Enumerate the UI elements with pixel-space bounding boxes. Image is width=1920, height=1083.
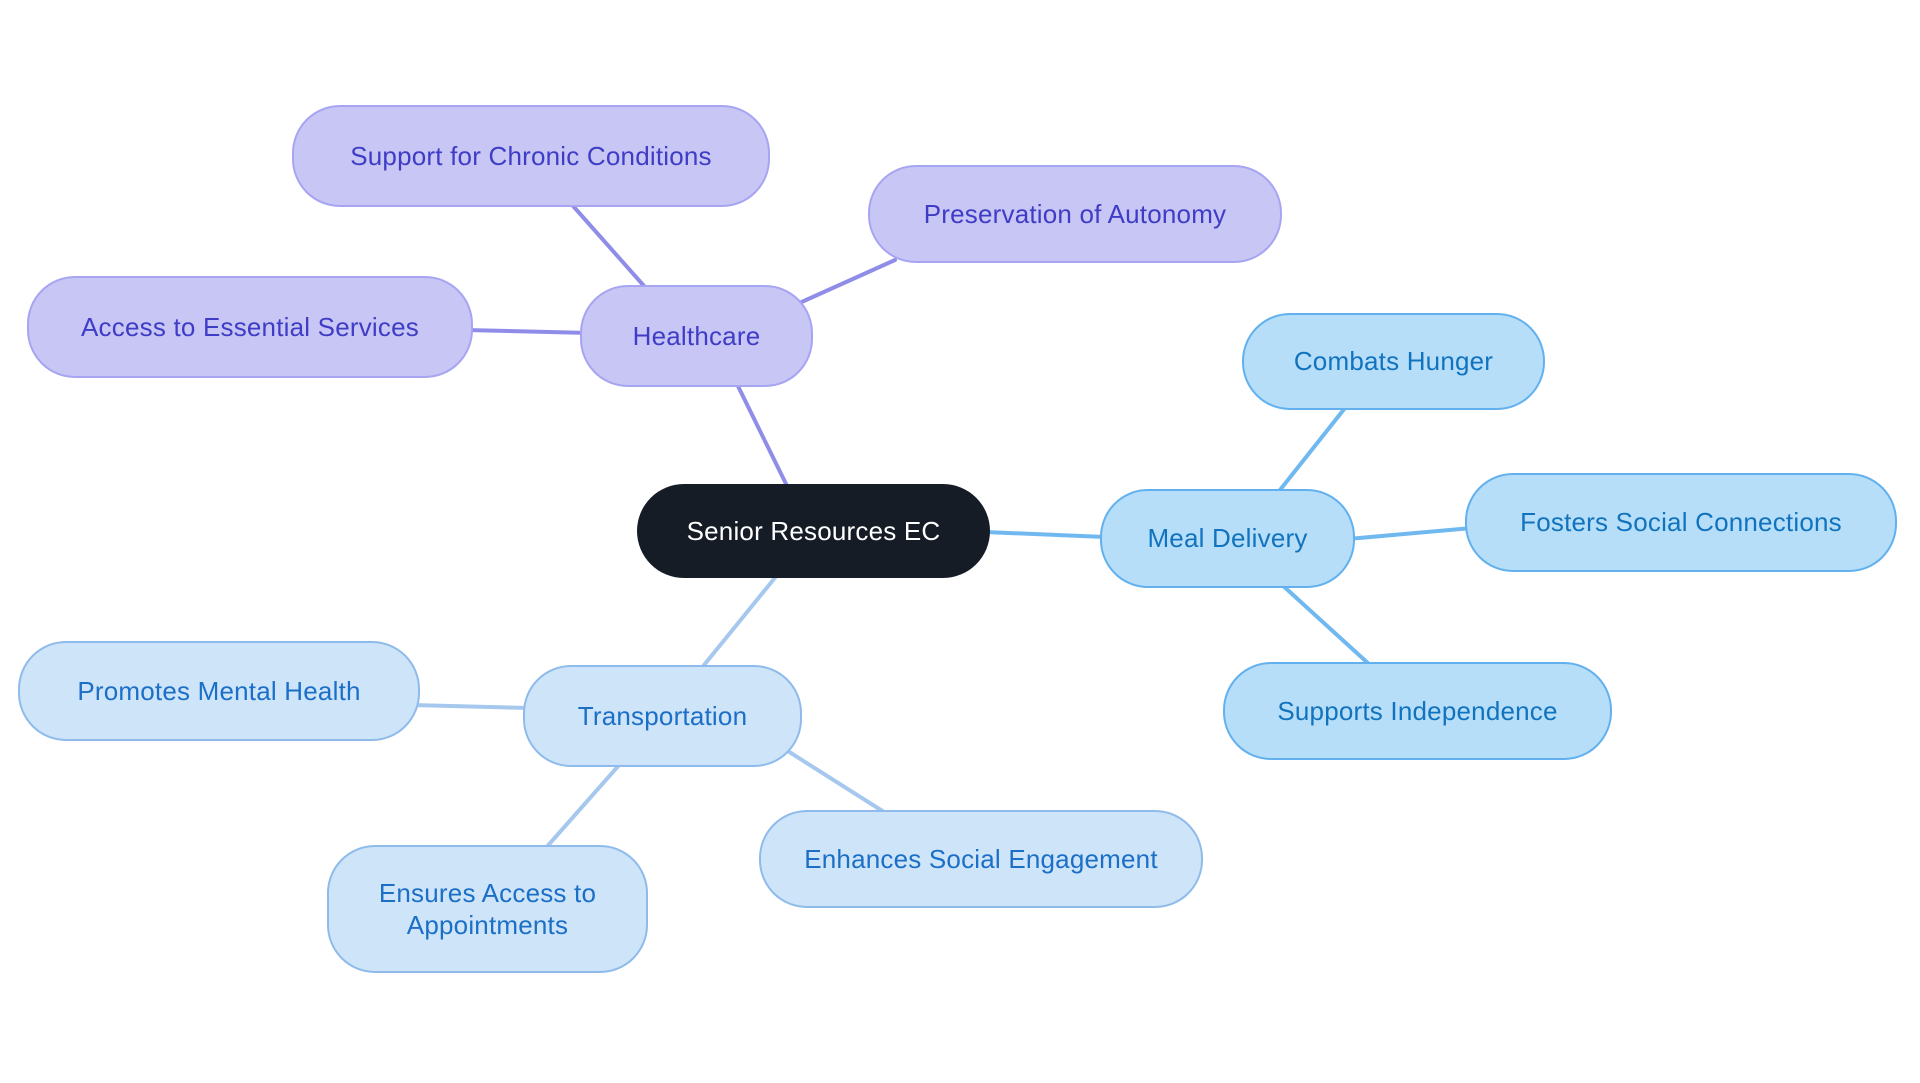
child-node-enhances-social-engagement[interactable]: Enhances Social Engagement	[759, 810, 1203, 908]
child-node-preservation-autonomy[interactable]: Preservation of Autonomy	[868, 165, 1282, 263]
edge-root-healthcare	[733, 378, 792, 494]
edge-healthcare-preservation-autonomy	[793, 258, 897, 307]
edge-meal-supports-independence	[1278, 581, 1372, 667]
child-node-ensures-access-appointments[interactable]: Ensures Access to Appointments	[327, 845, 648, 973]
branch-node-meal-delivery[interactable]: Meal Delivery	[1100, 489, 1355, 588]
branch-node-transportation[interactable]: Transportation	[523, 665, 802, 767]
edge-meal-fosters-connections	[1346, 526, 1474, 541]
edge-root-transportation	[698, 572, 780, 672]
child-node-fosters-social-connections[interactable]: Fosters Social Connections	[1465, 473, 1897, 572]
child-node-promotes-mental-health[interactable]: Promotes Mental Health	[18, 641, 420, 741]
edge-meal-combats-hunger	[1274, 406, 1347, 497]
child-node-access-essential-services[interactable]: Access to Essential Services	[27, 276, 473, 378]
edge-healthcare-support-chronic	[564, 196, 654, 297]
root-node-senior-resources[interactable]: Senior Resources EC	[637, 484, 990, 578]
edge-transport-enhances-engagement	[781, 746, 886, 814]
edge-healthcare-access-services	[463, 328, 592, 335]
edge-root-meal-delivery	[983, 530, 1107, 539]
child-node-support-chronic-conditions[interactable]: Support for Chronic Conditions	[292, 105, 770, 207]
branch-node-healthcare[interactable]: Healthcare	[580, 285, 813, 387]
child-node-combats-hunger[interactable]: Combats Hunger	[1242, 313, 1545, 410]
edge-transport-ensures-appointments	[542, 753, 630, 852]
edge-transport-promotes-mental-health	[410, 703, 532, 710]
child-node-supports-independence[interactable]: Supports Independence	[1223, 662, 1612, 760]
